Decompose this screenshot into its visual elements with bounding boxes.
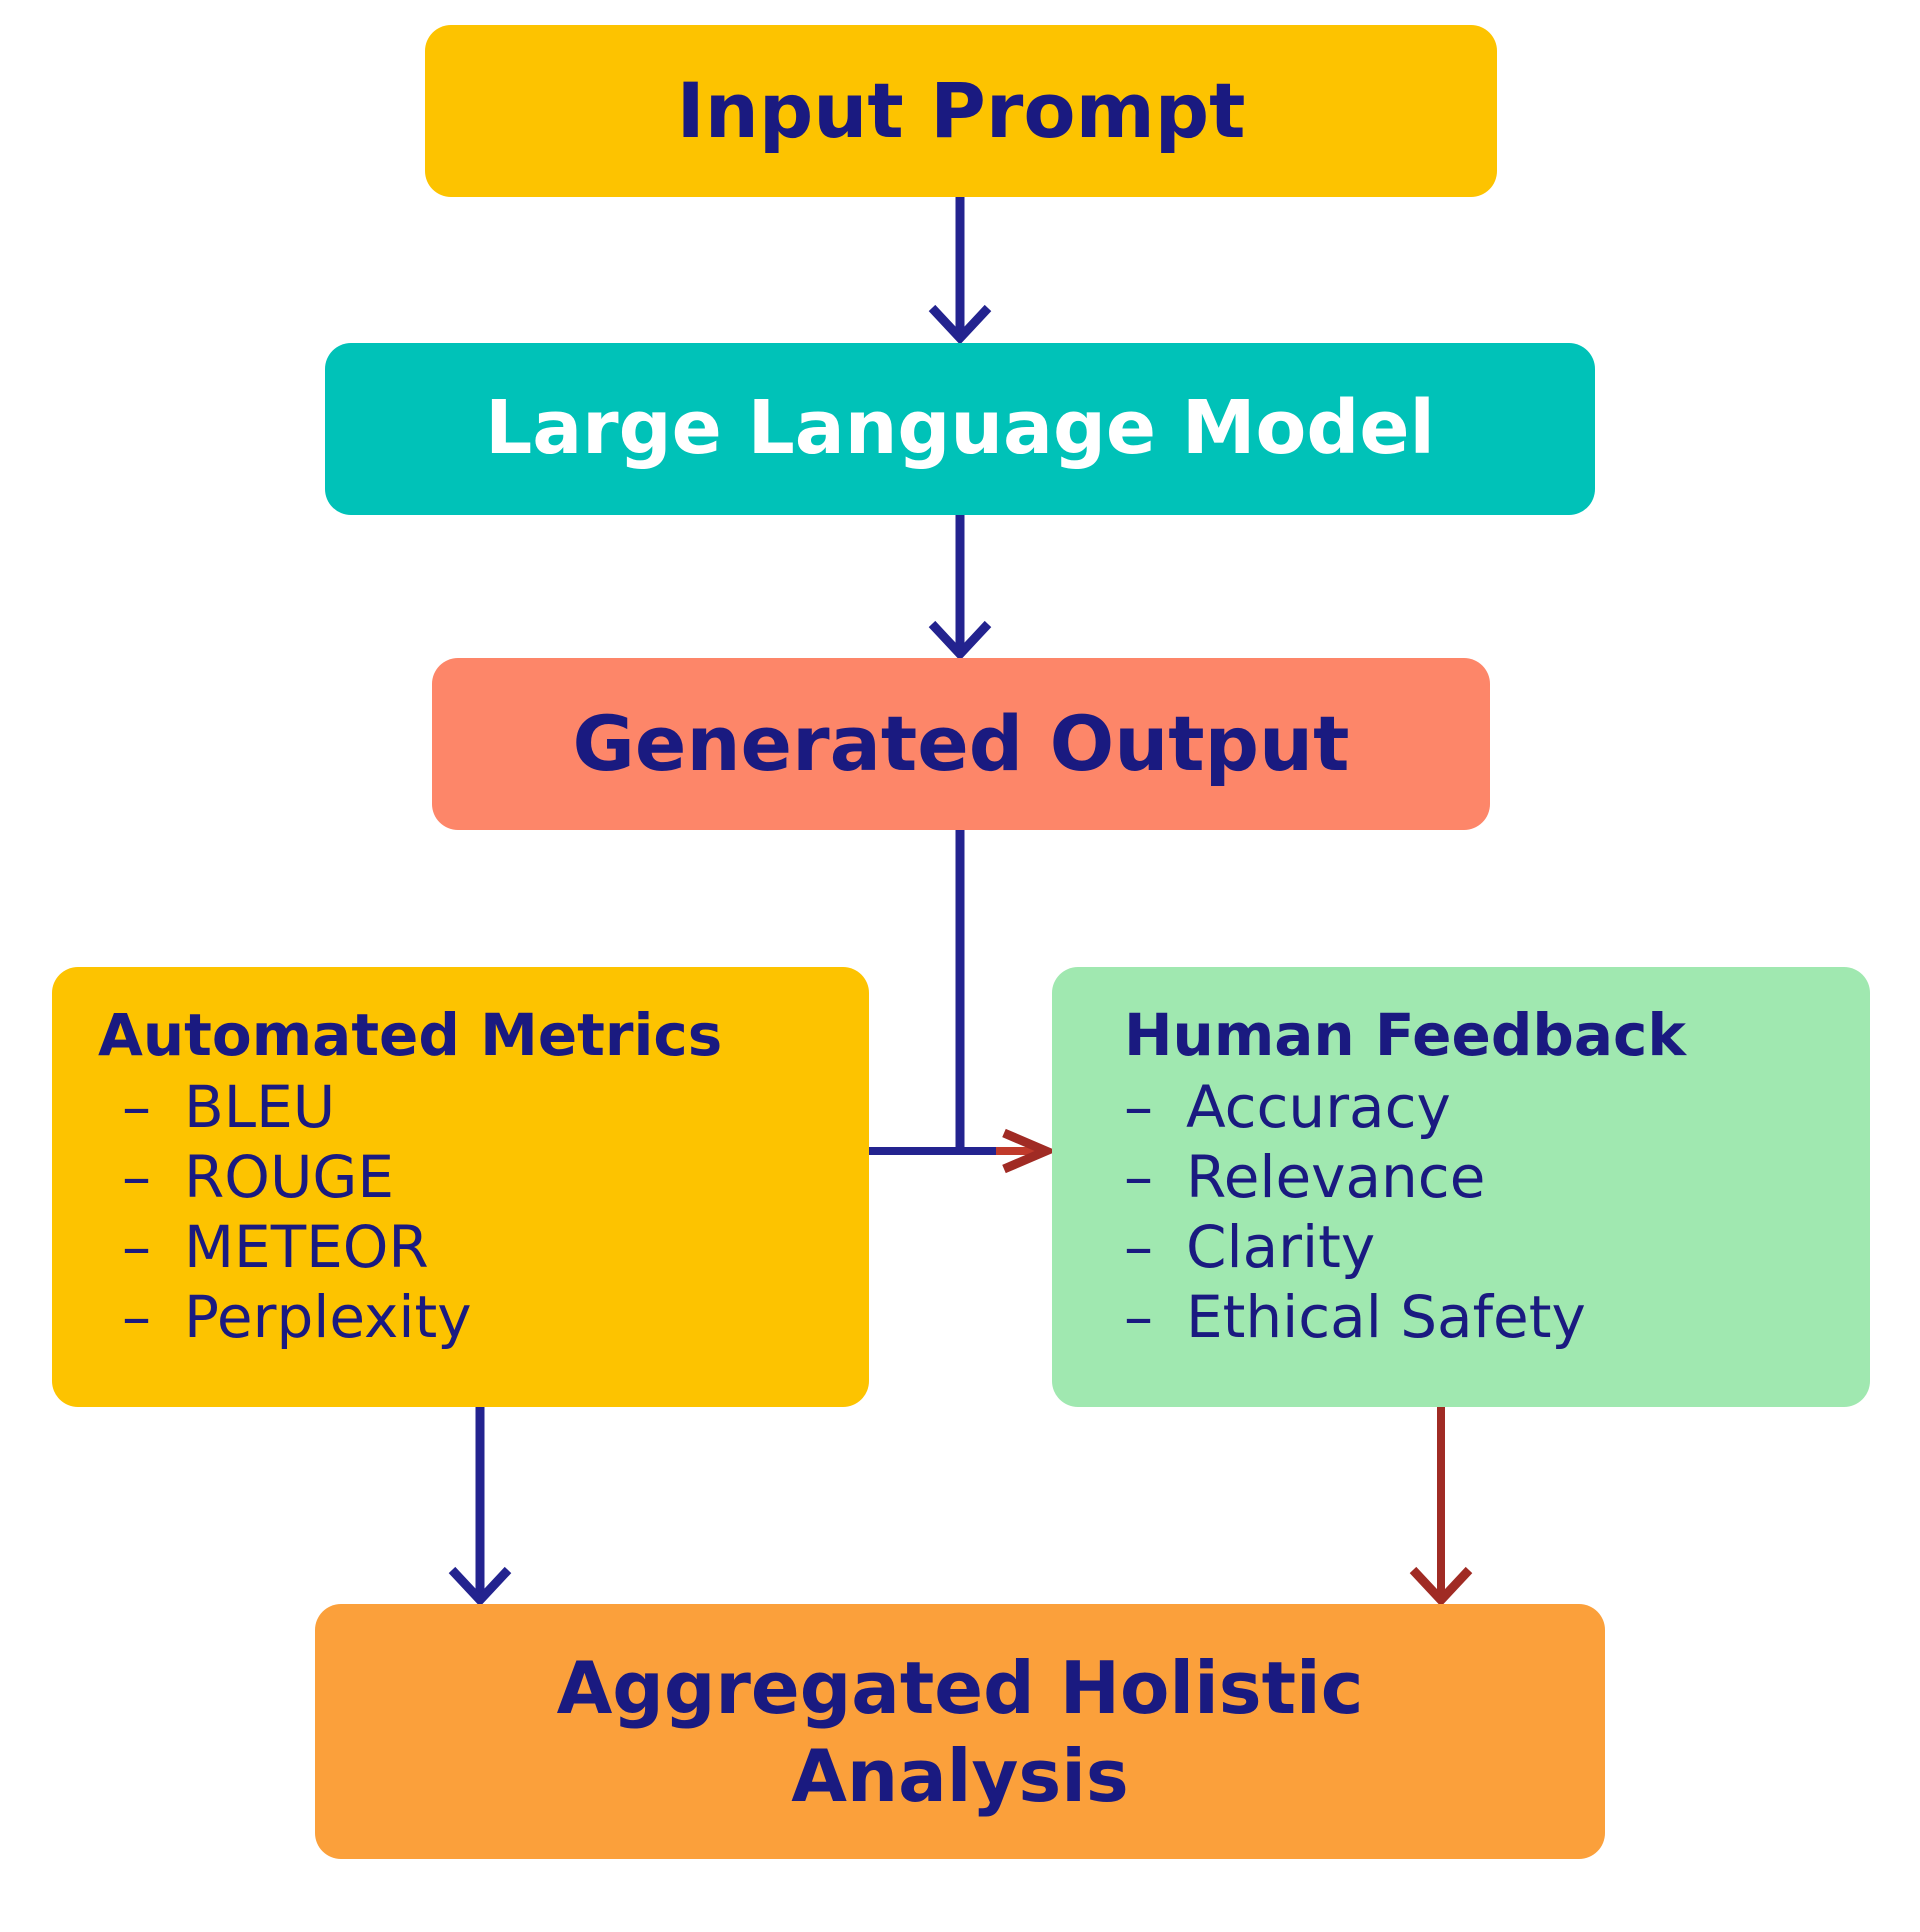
item-label: Perplexity <box>184 1282 472 1351</box>
node-title: Human Feedback <box>1124 1001 1686 1069</box>
arrowhead-human-to-aggregate <box>1409 1566 1473 1607</box>
item-label: Clarity <box>1186 1212 1376 1281</box>
node-title: Large Language Model <box>485 385 1435 472</box>
title-line-2: Analysis <box>791 1733 1129 1818</box>
node-aggregated-holistic-analysis: Aggregated Holistic Analysis <box>315 1604 1605 1859</box>
list-item: –Accuracy <box>1124 1072 1870 1142</box>
list-item: –METEOR <box>122 1212 869 1282</box>
node-title: Generated Output <box>572 699 1350 789</box>
list-item: –Relevance <box>1124 1142 1870 1212</box>
list-item: –Perplexity <box>122 1282 869 1352</box>
bullet-dash: – <box>122 1072 151 1141</box>
bullet-dash: – <box>122 1282 151 1351</box>
metrics-list: –BLEU –ROUGE –METEOR –Perplexity <box>98 1072 869 1352</box>
item-label: ROUGE <box>184 1142 394 1211</box>
list-item: –BLEU <box>122 1072 869 1142</box>
bullet-dash: – <box>1124 1282 1153 1351</box>
list-item: –Clarity <box>1124 1212 1870 1282</box>
bullet-dash: – <box>122 1212 151 1281</box>
arrowhead-llm-to-output <box>928 620 992 661</box>
feedback-list: –Accuracy –Relevance –Clarity –Ethical S… <box>1124 1072 1870 1352</box>
item-label: METEOR <box>184 1212 429 1281</box>
node-human-feedback: Human Feedback –Accuracy –Relevance –Cla… <box>1052 967 1870 1407</box>
node-title: Automated Metrics <box>98 1001 723 1069</box>
list-item: –ROUGE <box>122 1142 869 1212</box>
title-line-1: Aggregated Holistic <box>556 1645 1364 1730</box>
list-item: –Ethical Safety <box>1124 1282 1870 1352</box>
item-label: Relevance <box>1186 1142 1486 1211</box>
bullet-dash: – <box>1124 1072 1153 1141</box>
item-label: BLEU <box>184 1072 336 1141</box>
bullet-dash: – <box>122 1142 151 1211</box>
item-label: Ethical Safety <box>1186 1282 1586 1351</box>
bullet-dash: – <box>1124 1212 1153 1281</box>
bullet-dash: – <box>1124 1142 1153 1211</box>
node-generated-output: Generated Output <box>432 658 1490 830</box>
node-automated-metrics: Automated Metrics –BLEU –ROUGE –METEOR –… <box>52 967 869 1407</box>
node-input-prompt: Input Prompt <box>425 25 1497 197</box>
arrowhead-to-human <box>1002 1128 1058 1174</box>
node-title: Aggregated Holistic Analysis <box>557 1644 1364 1820</box>
arrowhead-automated-to-aggregate <box>448 1566 512 1607</box>
node-title: Input Prompt <box>676 66 1246 156</box>
node-large-language-model: Large Language Model <box>325 343 1595 515</box>
item-label: Accuracy <box>1186 1072 1451 1141</box>
arrowhead-input-to-llm <box>928 304 992 345</box>
